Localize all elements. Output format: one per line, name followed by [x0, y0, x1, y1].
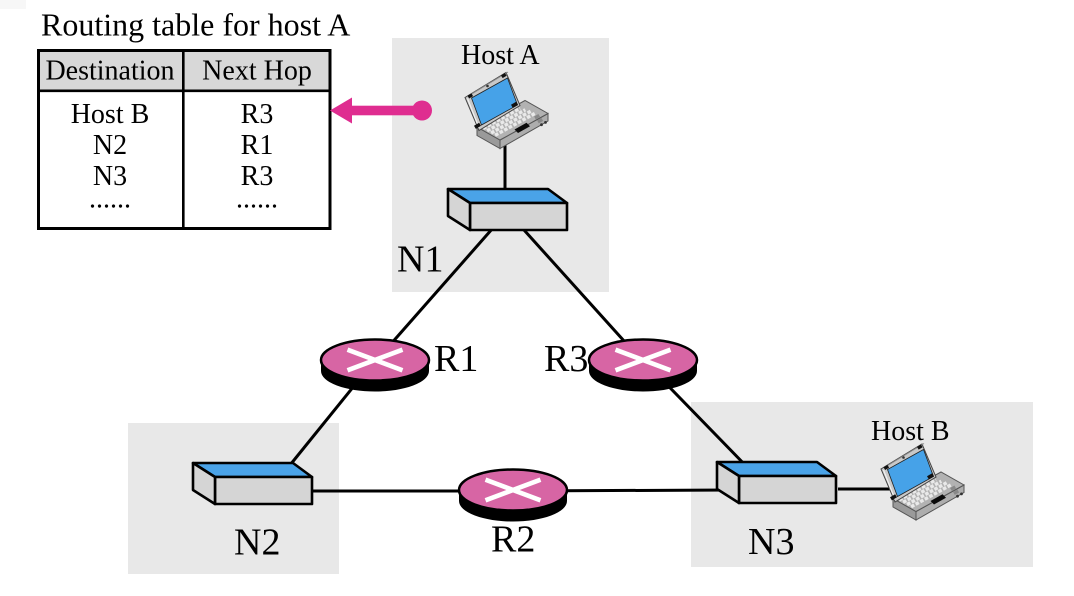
svg-text:R3: R3	[544, 338, 588, 380]
svg-text:Host A: Host A	[461, 40, 540, 71]
svg-text:N2: N2	[234, 522, 280, 564]
svg-text:Next Hop: Next Hop	[202, 56, 312, 87]
svg-text:R2: R2	[491, 519, 535, 561]
svg-text:Host B: Host B	[871, 416, 950, 447]
svg-text:......: ......	[89, 184, 131, 215]
svg-text:......: ......	[236, 184, 278, 215]
svg-text:R3: R3	[241, 99, 274, 130]
svg-text:N2: N2	[93, 130, 127, 161]
svg-text:R1: R1	[434, 338, 478, 380]
svg-text:R1: R1	[241, 130, 274, 161]
svg-text:N3: N3	[93, 161, 127, 192]
svg-text:Destination: Destination	[45, 56, 174, 87]
svg-text:N1: N1	[397, 239, 443, 281]
svg-text:R3: R3	[241, 161, 274, 192]
svg-text:N3: N3	[748, 521, 794, 563]
svg-text:Host B: Host B	[71, 99, 150, 130]
svg-text:Routing table for host A: Routing table for host A	[41, 7, 350, 43]
